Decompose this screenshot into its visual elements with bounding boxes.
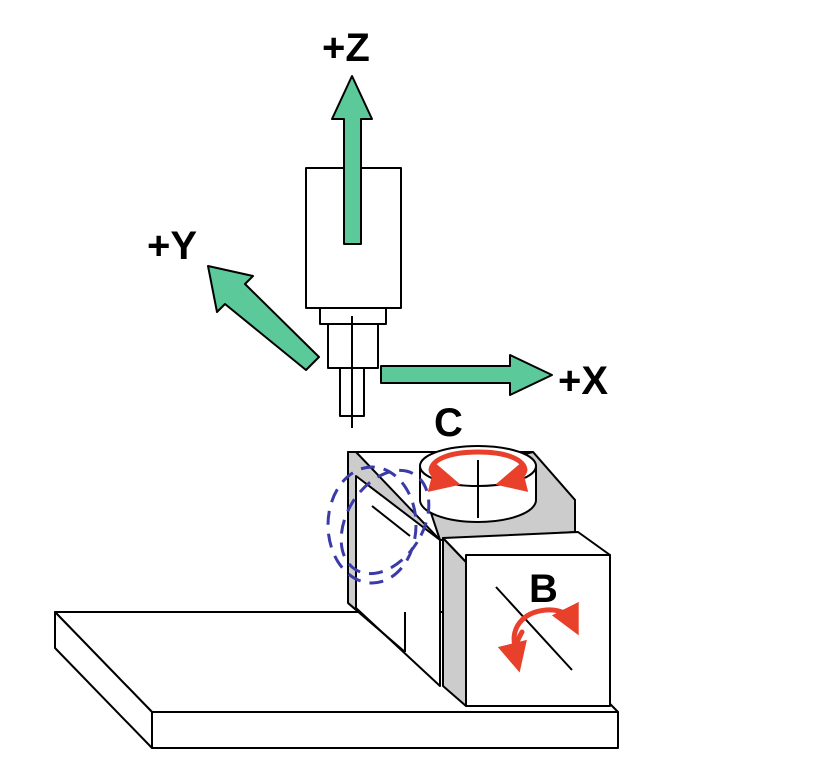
y-axis-arrow <box>207 265 320 371</box>
b-rotation-arc-start <box>497 629 527 673</box>
b-rotation-arc <box>511 601 579 653</box>
dashed-circle-front <box>326 465 418 585</box>
rotary-table <box>419 445 537 523</box>
tilt-pivot-highlight <box>326 465 431 585</box>
b-axis-line <box>495 586 573 671</box>
c-rotation-arrow-right <box>475 449 529 492</box>
dashed-circle-back <box>339 468 431 576</box>
y-axis-label: +Y <box>147 224 197 268</box>
front-box-side <box>442 537 467 707</box>
b-axis-label: B <box>529 567 558 611</box>
x-axis-arrow <box>380 354 553 396</box>
c-axis-label: C <box>434 401 463 445</box>
base-plate-front <box>151 711 619 749</box>
trunnion-left-face <box>355 475 441 687</box>
linear-axes <box>207 75 553 396</box>
c-rotation-arrow-left <box>427 449 481 492</box>
x-axis-label: +X <box>558 359 608 403</box>
front-box-face <box>465 554 611 707</box>
c-rotation-arrows <box>427 449 529 492</box>
left-tilt-axis-line <box>371 505 411 537</box>
z-axis-label: +Z <box>322 26 370 70</box>
b-rotation-arrow <box>497 601 579 673</box>
z-axis-arrow <box>331 75 373 245</box>
